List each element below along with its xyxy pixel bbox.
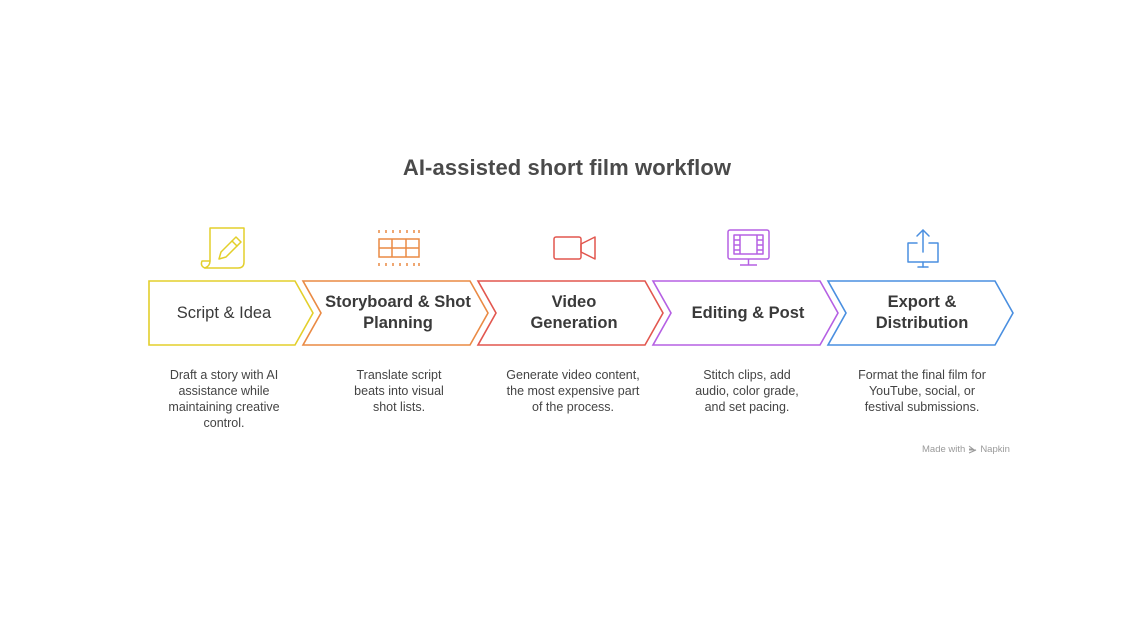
pencil-paper-icon xyxy=(200,227,245,269)
step-2-description: Translate script beats into visual shot … xyxy=(354,368,444,414)
step-1-description: Draft a story with AI assistance while m… xyxy=(168,368,280,430)
step-4-label: Editing & Post xyxy=(691,304,805,322)
step-4-description: Stitch clips, add audio, color grade, an… xyxy=(695,368,799,414)
step-2-label: Storyboard & Shot Planning xyxy=(325,293,471,332)
step-1-label: Script & Idea xyxy=(176,304,272,322)
video-camera-icon xyxy=(553,236,596,260)
footer-text: Made with xyxy=(922,444,966,455)
step-1-chevron xyxy=(148,280,314,346)
step-4-chevron xyxy=(651,280,839,346)
step-3-description: Generate video content, the most expensi… xyxy=(506,368,640,414)
monitor-film-icon xyxy=(727,229,770,266)
napkin-logo-icon xyxy=(969,445,977,454)
step-3-chevron xyxy=(476,280,664,346)
upload-screen-icon xyxy=(907,229,939,268)
step-3-label: Video Generation xyxy=(530,293,618,332)
step-5-chevron xyxy=(826,280,1014,346)
step-5-description: Format the final film for YouTube, socia… xyxy=(858,368,986,414)
napkin-watermark: Made with Napkin xyxy=(922,444,1010,455)
step-2-chevron xyxy=(301,280,489,346)
storyboard-grid-icon xyxy=(378,230,420,266)
footer-brand: Napkin xyxy=(980,444,1010,455)
diagram-title: AI-assisted short film workflow xyxy=(402,155,732,180)
step-5-label: Export & Distribution xyxy=(875,293,969,332)
